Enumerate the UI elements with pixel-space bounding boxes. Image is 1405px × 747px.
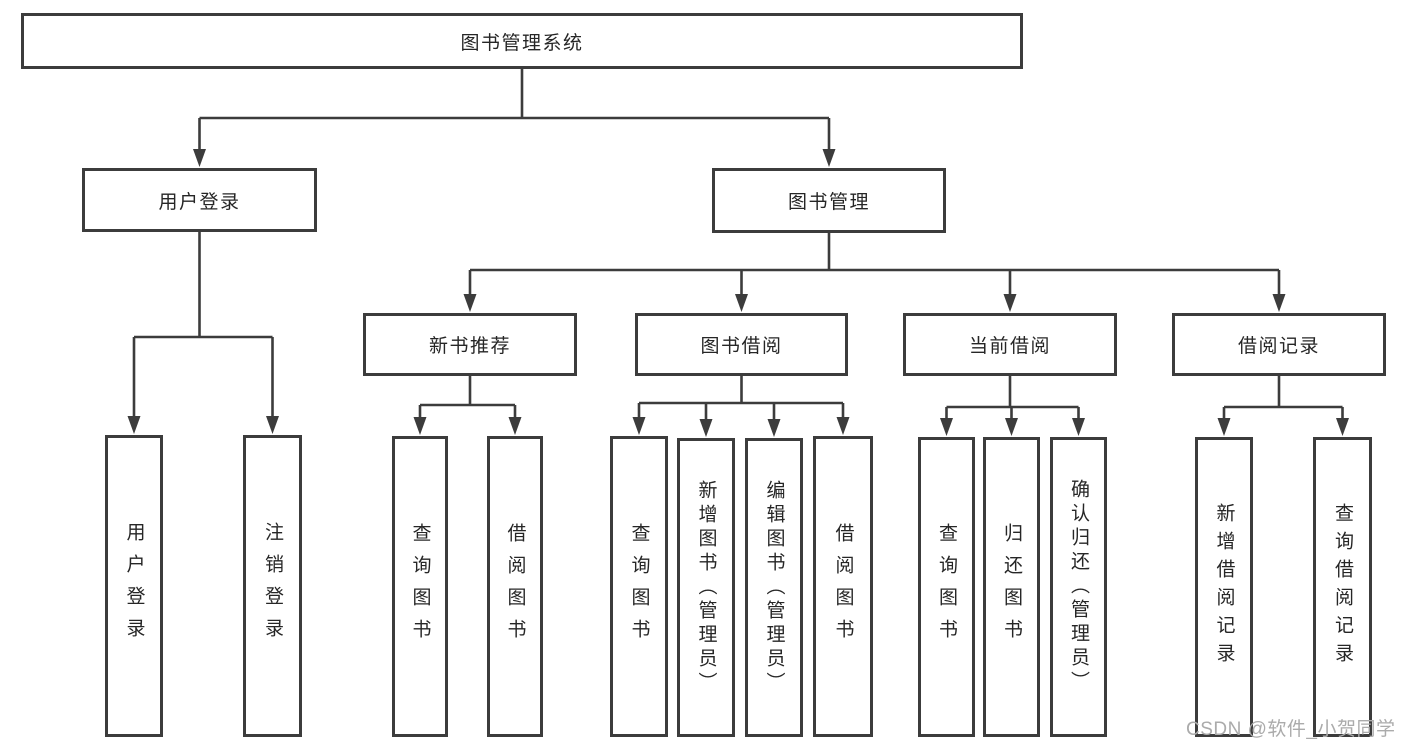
arrowhead-icon: [127, 416, 141, 434]
arrowhead-icon: [940, 418, 953, 436]
node-leaf-cb-confirm: 确认归还（管理员）: [1050, 437, 1107, 737]
node-label: 图书借阅: [700, 336, 783, 357]
node-label: 编辑图书（管理员）: [763, 479, 785, 696]
arrowhead-icon: [767, 419, 781, 437]
node-label: 借阅图书: [832, 522, 854, 651]
node-label: 图书管理系统: [460, 32, 584, 54]
node-leaf-bb-borrow-books: 借阅图书: [813, 436, 873, 737]
node-leaf-user-login: 用户登录: [105, 435, 163, 737]
node-leaf-bl-add-record: 新增借阅记录: [1195, 437, 1253, 737]
node-leaf-nb-query-books: 查询图书: [392, 436, 448, 737]
arrowhead-icon: [836, 417, 850, 435]
node-leaf-bl-query-record: 查询借阅记录: [1313, 437, 1372, 737]
arrowhead-icon: [508, 417, 522, 435]
node-leaf-logout: 注销登录: [243, 435, 302, 737]
arrowhead-icon: [1336, 418, 1349, 436]
arrowhead-icon: [1272, 294, 1286, 312]
node-label: 新增借阅记录: [1213, 503, 1235, 671]
node-new-book-rec: 新书推荐: [363, 313, 577, 376]
arrowhead-icon: [1005, 418, 1018, 436]
arrowhead-icon: [266, 416, 279, 434]
node-label: 用户登录: [158, 191, 241, 213]
arrowhead-icon: [822, 149, 836, 167]
node-label: 借阅图书: [504, 522, 526, 651]
node-label: 注销登录: [262, 522, 283, 650]
node-label: 图书管理: [787, 192, 870, 213]
node-label: 新书推荐: [428, 336, 511, 357]
node-leaf-bb-query-books: 查询图书: [610, 436, 668, 737]
node-root: 图书管理系统: [21, 13, 1023, 69]
node-label: 查询图书: [936, 523, 957, 651]
node-leaf-cb-query-books: 查询图书: [918, 437, 975, 737]
node-label: 查询图书: [409, 522, 431, 651]
arrowhead-icon: [1072, 418, 1085, 436]
node-label: 查询图书: [628, 522, 650, 651]
arrowhead-icon: [735, 294, 748, 312]
node-leaf-bb-add-books: 新增图书（管理员）: [677, 438, 735, 737]
node-label: 用户登录: [123, 522, 145, 650]
node-book-mgmt: 图书管理: [712, 168, 946, 233]
arrowhead-icon: [699, 419, 713, 437]
node-label: 确认归还（管理员）: [1068, 479, 1089, 695]
node-leaf-cb-return-books: 归还图书: [983, 437, 1040, 737]
node-label: 查询借阅记录: [1332, 503, 1353, 671]
arrowhead-icon: [413, 417, 427, 435]
node-label: 新增图书（管理员）: [695, 479, 717, 696]
node-label: 归还图书: [1001, 523, 1022, 651]
watermark: CSDN @软件_小贺同学: [1186, 719, 1396, 740]
arrowhead-icon: [1003, 294, 1017, 312]
node-user-login: 用户登录: [82, 168, 317, 232]
arrowhead-icon: [463, 294, 477, 312]
arrowhead-icon: [632, 417, 646, 435]
node-borrow-records: 借阅记录: [1172, 313, 1386, 376]
arrowhead-icon: [193, 149, 206, 167]
arrowhead-icon: [1217, 418, 1231, 436]
node-book-borrow: 图书借阅: [635, 313, 848, 376]
node-current-borrow: 当前借阅: [903, 313, 1117, 376]
node-label: 借阅记录: [1237, 336, 1320, 357]
node-leaf-nb-borrow-books: 借阅图书: [487, 436, 543, 737]
node-leaf-bb-edit-books: 编辑图书（管理员）: [745, 438, 803, 737]
node-label: 当前借阅: [968, 336, 1051, 357]
